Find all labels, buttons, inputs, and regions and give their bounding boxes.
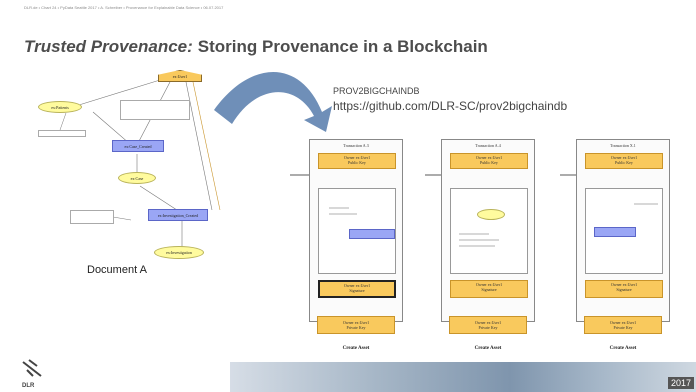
- private-key-box: Owner ex:User1 Private Key: [449, 316, 527, 334]
- transaction-payload: [585, 188, 663, 274]
- transaction-card: Transaction X.1 Owner ex:User1 Public Ke…: [576, 139, 670, 322]
- signature-owner: Owner ex:User1: [475, 282, 503, 287]
- node-user: ex:User1: [158, 70, 202, 82]
- edge-investigation-created-case: [139, 185, 181, 213]
- signature-owner: Owner ex:User1: [610, 282, 638, 287]
- node-investigation-created: ex:Investigation_Created: [148, 209, 208, 221]
- signature-label: Signature: [616, 287, 632, 292]
- repo-name: PROV2BIGCHAINDB: [333, 86, 420, 96]
- repo-link[interactable]: https://github.com/DLR-SC/prov2bigchaind…: [333, 99, 568, 113]
- document-a-label: Document A: [87, 264, 147, 276]
- signature-owner: Owner ex:User1: [343, 283, 371, 288]
- edge-investigation-created-user: [185, 81, 213, 211]
- note-link-patients: [59, 112, 67, 131]
- footer-banner-image: [230, 362, 696, 392]
- dlr-logo-icon: [22, 359, 42, 377]
- slide-header: DLR.de • Chart 24 • PyData Seattle 2017 …: [24, 5, 224, 10]
- create-asset-label: Create Asset: [342, 346, 370, 351]
- dlr-logo-text: DLR: [22, 383, 35, 389]
- note-link-investigation: [112, 216, 132, 221]
- transaction-card: Transaction A.4 Owner ex:User1 Public Ke…: [441, 139, 535, 322]
- edge-user-attribution: [192, 81, 221, 211]
- patients-attributes-note: [38, 130, 86, 137]
- payload-line: [329, 207, 349, 209]
- public-key-label: Public Key: [480, 160, 498, 165]
- transaction-title: Transaction A.4: [475, 143, 501, 148]
- slide-title: Trusted Provenance:Storing Provenance in…: [24, 37, 488, 57]
- signature-label: Signature: [481, 287, 497, 292]
- public-key-label: Public Key: [348, 160, 366, 165]
- node-case: ex:Case: [118, 172, 156, 184]
- private-key-label: Private Key: [613, 325, 633, 330]
- edge-patients-user: [65, 79, 161, 110]
- node-investigation: ex:Investigation: [154, 246, 204, 259]
- case-attributes-note: [70, 210, 114, 224]
- payload-line: [329, 213, 357, 215]
- signature-box: Owner ex:User1 Signature: [318, 280, 396, 298]
- transaction-card: Transaction A.3 Owner ex:User1 Public Ke…: [309, 139, 403, 322]
- signature-box: Owner ex:User1 Signature: [450, 280, 528, 298]
- user-attributes-note: [120, 100, 190, 120]
- title-emphasis: Trusted Provenance:: [24, 37, 193, 56]
- node-case-created: ex:Case_Created: [112, 140, 164, 152]
- public-key-box: Owner ex:User1 Public Key: [318, 153, 396, 169]
- transaction-payload: [450, 188, 528, 274]
- slide-footer: DLR 2017: [0, 359, 696, 392]
- transaction-payload: [318, 188, 396, 274]
- payload-case-oval: [477, 209, 505, 220]
- node-patients: ex:Patients: [38, 101, 82, 113]
- payload-line: [459, 233, 489, 235]
- public-key-box: Owner ex:User1 Public Key: [450, 153, 528, 169]
- public-key-owner: Owner ex:User1: [475, 155, 503, 160]
- public-key-owner: Owner ex:User1: [343, 155, 371, 160]
- public-key-label: Public Key: [615, 160, 633, 165]
- year-badge: 2017: [667, 377, 694, 389]
- public-key-box: Owner ex:User1 Public Key: [585, 153, 663, 169]
- private-key-owner: Owner ex:User1: [609, 320, 637, 325]
- signature-box: Owner ex:User1 Signature: [585, 280, 663, 298]
- private-key-owner: Owner ex:User1: [342, 320, 370, 325]
- payload-investigation-created: [349, 229, 395, 239]
- curved-arrow-icon: [214, 72, 332, 132]
- public-key-owner: Owner ex:User1: [610, 155, 638, 160]
- payload-line: [634, 203, 658, 205]
- private-key-label: Private Key: [346, 325, 366, 330]
- payload-line: [459, 239, 499, 241]
- private-key-box: Owner ex:User1 Private Key: [317, 316, 395, 334]
- payload-line: [459, 245, 495, 247]
- title-rest: Storing Provenance in a Blockchain: [197, 37, 488, 56]
- create-asset-label: Create Asset: [474, 346, 502, 351]
- create-asset-label: Create Asset: [609, 346, 637, 351]
- private-key-owner: Owner ex:User1: [474, 320, 502, 325]
- signature-label: Signature: [349, 288, 365, 293]
- private-key-box: Owner ex:User1 Private Key: [584, 316, 662, 334]
- private-key-label: Private Key: [478, 325, 498, 330]
- transaction-title: Transaction X.1: [610, 143, 636, 148]
- transaction-title: Transaction A.3: [343, 143, 369, 148]
- payload-investigation: [594, 227, 636, 237]
